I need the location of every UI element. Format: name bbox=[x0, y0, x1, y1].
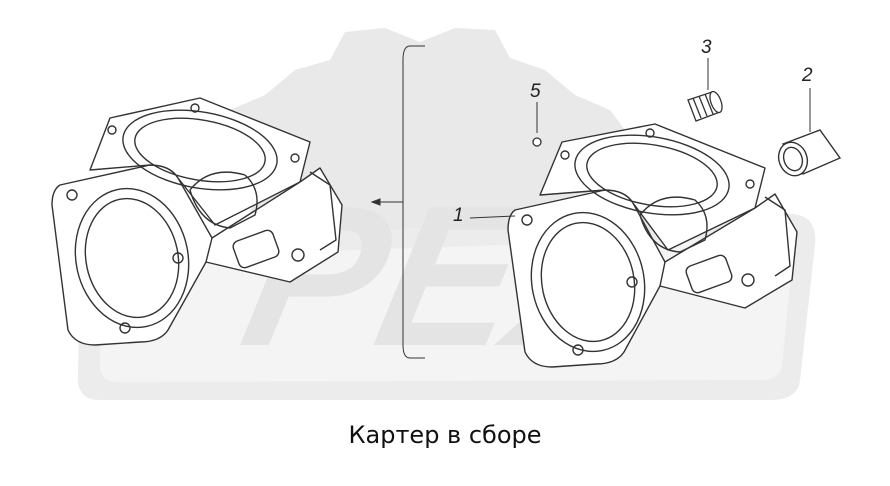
housing-right-top-bore bbox=[574, 134, 730, 216]
housing-left-rib bbox=[309, 171, 337, 251]
housing-right-boss bbox=[741, 273, 755, 287]
housing-right-front-bore-inner bbox=[540, 221, 636, 343]
housing-left-top-bore-inner bbox=[134, 117, 266, 183]
housing-right bbox=[507, 123, 798, 368]
housing-left-bolt-3 bbox=[119, 322, 131, 334]
housing-left-front-bore-inner bbox=[84, 197, 180, 319]
housing-left bbox=[51, 97, 343, 346]
housing-left-front-bore bbox=[74, 187, 190, 329]
part-2-bushing bbox=[777, 129, 842, 177]
housing-left-boss bbox=[291, 248, 305, 262]
housing-left-bolt-2 bbox=[172, 252, 184, 264]
callout-1: 1 bbox=[453, 205, 464, 226]
leader-1 bbox=[469, 215, 516, 219]
housing-right-bolt-3 bbox=[572, 344, 584, 356]
housing-left-inner-cavity bbox=[189, 171, 258, 229]
housing-right-front-bore bbox=[530, 211, 646, 353]
housing-right-bolt-1 bbox=[521, 214, 533, 226]
housing-left-lug bbox=[232, 229, 280, 269]
housing-left-top-bore bbox=[122, 109, 278, 191]
housing-right-top-flange bbox=[539, 123, 766, 251]
housing-left-top-bolt-3 bbox=[290, 153, 300, 163]
part-2-bore bbox=[782, 146, 804, 172]
housing-right-lug bbox=[685, 254, 733, 294]
housing-right-top-bolt-1 bbox=[560, 150, 570, 160]
part-3-coils bbox=[692, 93, 714, 119]
housing-right-inner-cavity bbox=[639, 196, 708, 253]
housing-left-top-bolt-2 bbox=[190, 103, 200, 113]
housing-right-top-bolt-2 bbox=[645, 128, 655, 138]
housing-left-body bbox=[205, 167, 343, 283]
callout-2: 2 bbox=[802, 65, 813, 86]
callout-3: 3 bbox=[701, 37, 712, 58]
housing-right-top-bore-inner bbox=[586, 142, 718, 208]
part-3-end-cap bbox=[709, 90, 723, 114]
part-5-ball bbox=[532, 137, 542, 147]
housing-left-top-bolt-1 bbox=[107, 125, 117, 135]
diagram-caption: Картер в сборе bbox=[348, 421, 542, 449]
assembly-arrow-head bbox=[370, 198, 381, 206]
part-3-spring bbox=[687, 90, 723, 122]
callout-5: 5 bbox=[530, 81, 541, 102]
housing-right-top-bolt-3 bbox=[745, 179, 755, 189]
housing-right-body bbox=[659, 193, 798, 309]
housing-left-bolt-1 bbox=[66, 189, 78, 201]
housing-right-rib bbox=[764, 196, 791, 277]
leader-lines bbox=[370, 45, 811, 359]
housing-right-bolt-2 bbox=[626, 276, 638, 288]
